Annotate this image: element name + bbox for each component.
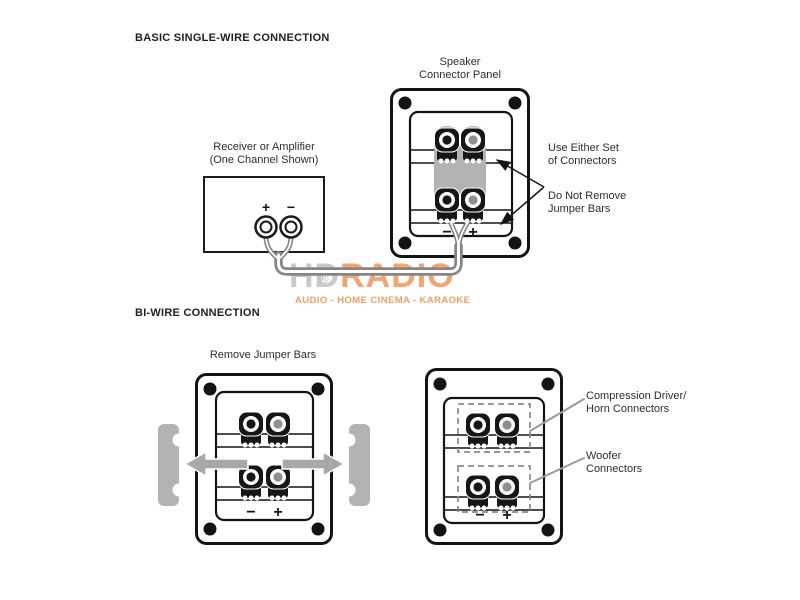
binding-post-negative — [465, 474, 491, 511]
corner-screws — [398, 96, 522, 250]
panel-plus-label: + — [273, 504, 282, 521]
receiver-label: Receiver or Amplifier (One Channel Shown… — [209, 141, 319, 166]
binding-post-negative — [465, 412, 491, 449]
speaker-panel-single-wire — [390, 88, 530, 258]
connector-callout-arrows — [495, 159, 545, 225]
remove-arrow-left-icon — [183, 450, 249, 478]
panel-plus-label: + — [502, 507, 511, 524]
watermark-tagline: AUDIO - HOME CINEMA - KARAOKE — [295, 295, 471, 306]
panel-minus-label: − — [246, 504, 255, 521]
remove-arrow-right-icon — [281, 450, 346, 478]
binding-post-negative — [434, 187, 460, 224]
use-either-set-label: Use Either Set of Connectors — [548, 142, 619, 167]
corner-screws — [433, 377, 555, 537]
receiver-terminals — [254, 215, 303, 239]
panel-minus-label: − — [442, 224, 451, 241]
binding-post-positive — [460, 187, 486, 224]
panel-grooves — [444, 434, 544, 511]
registered-mark-icon: ® — [319, 271, 329, 286]
compression-driver-label: Compression Driver/ Horn Connectors — [586, 390, 687, 415]
panel-minus-label: − — [475, 507, 484, 524]
woofer-connectors-label: Woofer Connectors — [586, 450, 643, 475]
compression-connectors-outline — [457, 403, 531, 453]
binding-post-negative — [238, 411, 264, 448]
binding-post-negative — [238, 464, 264, 501]
removed-jumper-bar-right — [342, 424, 370, 506]
remove-jumper-bars-label: Remove Jumper Bars — [209, 349, 317, 361]
receiver-minus-label: − — [287, 199, 295, 215]
panel-grooves — [216, 433, 313, 501]
receiver-plus-label: + — [262, 199, 270, 215]
speaker-panel-label: Speaker Connector Panel — [419, 56, 501, 81]
watermark-hd: HD — [289, 257, 341, 295]
do-not-remove-label: Do Not Remove Jumper Bars — [548, 190, 627, 215]
binding-post-positive — [265, 464, 291, 501]
removed-jumper-bar-left — [158, 424, 186, 506]
binding-post-negative — [434, 127, 460, 164]
callout-leader-lines — [529, 398, 585, 484]
woofer-connectors-outline — [457, 465, 531, 513]
binding-post-positive — [265, 411, 291, 448]
binding-post-positive — [494, 412, 520, 449]
section-heading-single-wire: BASIC SINGLE-WIRE CONNECTION — [135, 32, 330, 44]
watermark-logo: HDRADIO — [289, 257, 455, 296]
panel-plus-label: + — [468, 224, 477, 241]
binding-post-positive — [460, 127, 486, 164]
bi-wire-left-panel: − + — [195, 373, 333, 545]
binding-post-positive — [494, 474, 520, 511]
bi-wire-right-panel: − + — [425, 368, 585, 545]
speaker-panel-posts: − + — [434, 127, 486, 241]
corner-screws — [203, 382, 325, 536]
section-heading-bi-wire: BI-WIRE CONNECTION — [135, 307, 260, 319]
watermark-radio: RADIO — [340, 257, 455, 295]
